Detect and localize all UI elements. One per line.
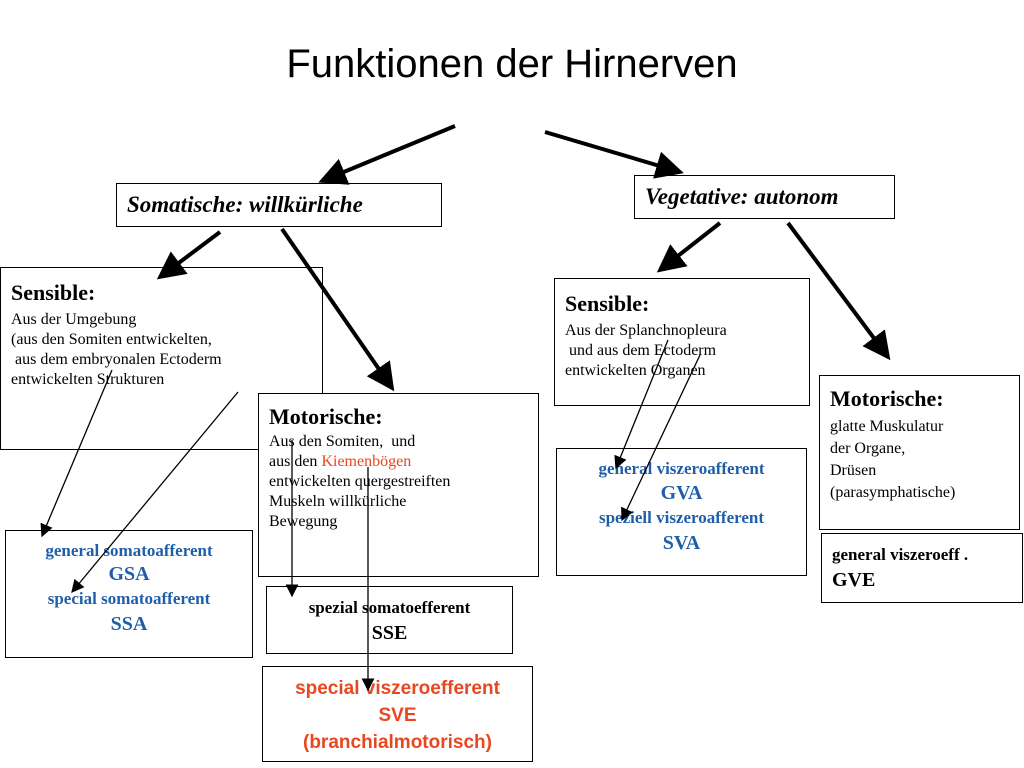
- ssa-name: special somatoafferent: [47, 589, 211, 608]
- sva-code: SVA: [662, 532, 701, 554]
- gva-name: general viszeroafferent: [598, 459, 765, 478]
- vegetative-sensory-heading: Sensible:: [565, 291, 650, 316]
- gsa-ssa-box: general somatoafferent GSA special somat…: [5, 530, 253, 658]
- kiemenboegen-highlight: Kiemenbögen: [321, 453, 412, 470]
- somatic-motor-line: Aus den Somiten, und: [269, 433, 416, 450]
- ssa-code: SSA: [110, 613, 148, 635]
- gva-sva-box: general viszeroafferent GVA speziell vis…: [556, 448, 807, 576]
- sse-name: spezial somatoefferent: [308, 598, 471, 617]
- somatic-box: Somatische: willkürliche: [116, 183, 442, 227]
- somatic-label: Somatische: willkürliche: [127, 192, 363, 217]
- vegetative-motor-line: (parasymphatische): [830, 484, 956, 501]
- sse-code: SSE: [371, 622, 408, 644]
- vegetative-sensory-box: Sensible: Aus der Splanchnopleura und au…: [554, 278, 810, 406]
- vegetative-sensory-line: entwickelten Organen: [565, 362, 706, 379]
- gve-box: general viszeroeff . GVE: [821, 533, 1023, 603]
- vegetative-label: Vegetative: autonom: [645, 184, 839, 209]
- page-title: Funktionen der Hirnerven: [286, 42, 738, 86]
- somatic-sensory-line: Aus der Umgebung: [11, 311, 137, 328]
- gsa-code: GSA: [108, 563, 150, 585]
- somatic-motor-line: Bewegung: [269, 513, 338, 530]
- somatic-sensory-heading: Sensible:: [11, 280, 96, 305]
- somatic-motor-line: Muskeln willkürliche: [269, 493, 407, 510]
- somatic-motor-line: aus den Kiemenbögen: [269, 452, 538, 472]
- sse-box: spezial somatoefferent SSE: [266, 586, 513, 654]
- sve-name: special viszeroefferent: [295, 678, 500, 699]
- somatic-motor-box: Motorische: Aus den Somiten, und aus den…: [258, 393, 539, 577]
- gva-code: GVA: [660, 482, 703, 504]
- gsa-name: general somatoafferent: [45, 541, 213, 560]
- somatic-sensory-line: (aus den Somiten entwickelten,: [11, 331, 212, 348]
- vegetative-motor-heading: Motorische:: [830, 386, 944, 411]
- gve-name: general viszeroeff .: [832, 545, 969, 564]
- sve-box: special viszeroefferent SVE (branchialmo…: [262, 666, 533, 762]
- sve-code: SVE: [378, 705, 417, 726]
- sve-branchial: (branchialmotorisch): [303, 732, 492, 753]
- somatic-motor-heading: Motorische:: [269, 404, 383, 429]
- vegetative-motor-line: glatte Muskulatur: [830, 418, 944, 435]
- somatic-motor-prefix: aus den: [269, 453, 322, 470]
- somatic-sensory-line: entwickelten Strukturen: [11, 371, 165, 388]
- vegetative-sensory-line: und aus dem Ectoderm: [565, 342, 717, 359]
- vegetative-sensory-line: Aus der Splanchnopleura: [565, 322, 727, 339]
- arrow-vegetative-to-sensory: [656, 221, 722, 273]
- vegetative-motor-box: Motorische: glatte Muskulatur der Organe…: [819, 375, 1020, 530]
- arrow-title-to-somatic: [318, 124, 456, 185]
- sva-name: speziell viszeroafferent: [598, 508, 765, 527]
- somatic-sensory-line: aus dem embryonalen Ectoderm: [11, 351, 222, 368]
- arrow-title-to-vegetative: [544, 130, 684, 179]
- somatic-motor-line: entwickelten quergestreiften: [269, 473, 451, 490]
- vegetative-motor-line: der Organe,: [830, 440, 906, 457]
- gve-code: GVE: [832, 569, 876, 591]
- vegetative-box: Vegetative: autonom: [634, 175, 895, 219]
- vegetative-motor-line: Drüsen: [830, 462, 877, 479]
